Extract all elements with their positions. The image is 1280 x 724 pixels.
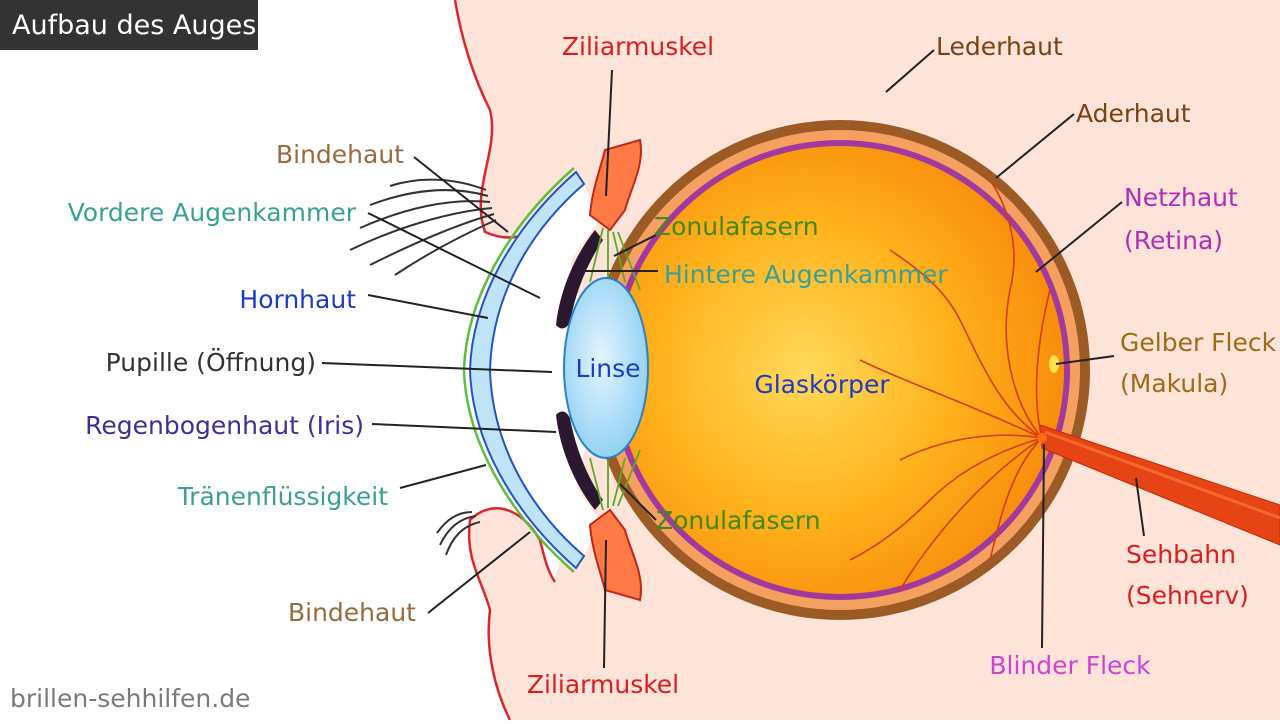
vitreous-body	[616, 146, 1064, 594]
label-hornhaut: Hornhaut	[239, 285, 356, 314]
label-zonulafasern-top: Zonulafasern	[654, 212, 819, 241]
eyelashes-lower	[436, 511, 481, 556]
label-traenen: Tränenflüssigkeit	[177, 482, 388, 511]
ciliary-muscle-upper	[588, 138, 642, 232]
page-title: Aufbau des Auges	[12, 9, 257, 41]
label-zonulafasern-bottom: Zonulafasern	[656, 506, 821, 535]
watermark: brillen-sehhilfen.de	[10, 684, 251, 713]
label-vordere-augenkammer: Vordere Augenkammer	[67, 198, 356, 227]
title-box: Aufbau des Auges	[0, 0, 258, 50]
label-aderhaut: Aderhaut	[1076, 99, 1191, 128]
label-bindehaut-top: Bindehaut	[275, 140, 404, 169]
leader-lines	[321, 49, 1145, 669]
label-netzhaut: Netzhaut	[1124, 183, 1238, 212]
label-sehbahn-sehnerv: (Sehnerv)	[1126, 581, 1249, 610]
label-sehbahn: Sehbahn	[1126, 540, 1236, 569]
label-linse: Linse	[575, 354, 641, 383]
label-iris: Regenbogenhaut (Iris)	[85, 411, 364, 440]
label-netzhaut-retina: (Retina)	[1124, 226, 1224, 255]
iris-upper	[556, 230, 603, 329]
tear-film	[462, 167, 575, 573]
label-ziliarmuskel-top: Ziliarmuskel	[561, 32, 715, 61]
label-lederhaut: Lederhaut	[936, 32, 1063, 61]
eyelashes-upper	[349, 178, 497, 276]
blind-spot	[1037, 433, 1047, 443]
ciliary-muscle-lower	[588, 508, 642, 602]
label-pupille: Pupille (Öffnung)	[105, 348, 316, 377]
label-gelber-fleck: Gelber Fleck	[1120, 328, 1277, 357]
label-blinder-fleck: Blinder Fleck	[989, 651, 1151, 680]
label-glaskoerper: Glaskörper	[754, 370, 890, 399]
cornea	[468, 170, 586, 570]
zonular-fibers	[589, 227, 641, 511]
iris-lower	[556, 411, 603, 510]
blood-vessels	[849, 179, 1051, 591]
macula	[1049, 355, 1059, 373]
label-bindehaut-bottom: Bindehaut	[287, 598, 416, 627]
label-ziliarmuskel-bottom: Ziliarmuskel	[526, 670, 680, 699]
label-gelber-fleck-makula: (Makula)	[1120, 369, 1229, 398]
label-hintere-augenkammer: Hintere Augenkammer	[664, 260, 948, 289]
lens	[563, 277, 649, 459]
